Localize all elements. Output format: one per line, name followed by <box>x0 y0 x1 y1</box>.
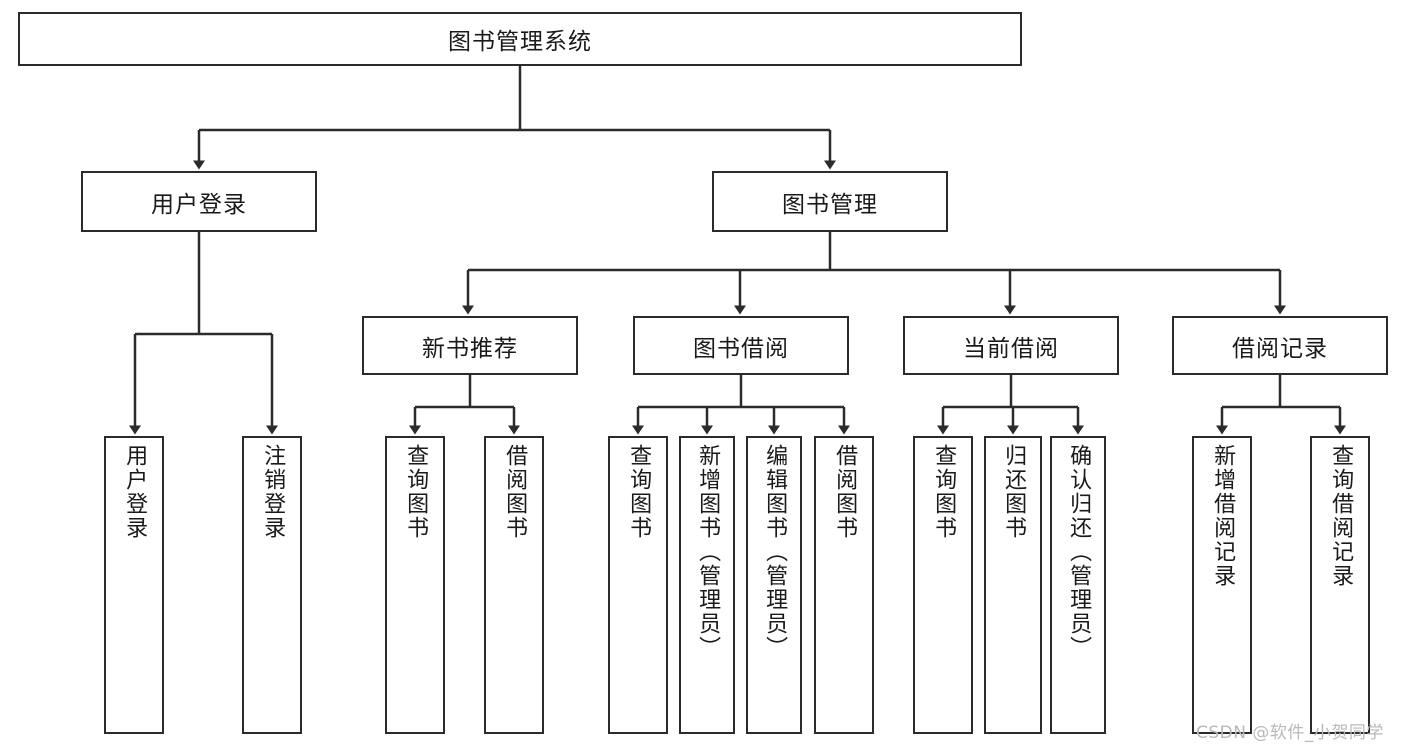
leaf-cb-query-book-label: 查询图书 <box>931 444 957 540</box>
leaf-nbr-borrow-book-label: 借阅图书 <box>502 444 528 540</box>
leaf-br-add-record[interactable]: 新增借阅记录 <box>1192 436 1252 734</box>
leaf-nbr-query-book[interactable]: 查询图书 <box>385 436 445 734</box>
leaf-logout[interactable]: 注销登录 <box>242 436 302 734</box>
leaf-bb-query-book[interactable]: 查询图书 <box>608 436 668 734</box>
node-borrow-record-label: 借阅记录 <box>1232 335 1328 362</box>
leaf-cb-query-book[interactable]: 查询图书 <box>913 436 973 734</box>
leaf-nbr-borrow-book[interactable]: 借阅图书 <box>484 436 544 734</box>
node-borrow-record[interactable]: 借阅记录 <box>1172 316 1388 375</box>
leaf-bb-add-book[interactable]: 新增图书（管理员） <box>679 436 735 734</box>
leaf-user-login[interactable]: 用户登录 <box>104 436 164 734</box>
leaf-cb-return-book[interactable]: 归还图书 <box>984 436 1042 734</box>
leaf-bb-edit-book-label: 编辑图书（管理员） <box>762 444 788 660</box>
leaf-bb-edit-book[interactable]: 编辑图书（管理员） <box>746 436 802 734</box>
leaf-bb-query-book-label: 查询图书 <box>626 444 652 540</box>
node-user-login-label: 用户登录 <box>151 191 247 218</box>
leaf-cb-confirm-return[interactable]: 确认归还（管理员） <box>1050 436 1106 734</box>
leaf-br-add-record-label: 新增借阅记录 <box>1210 444 1236 588</box>
leaf-user-login-label: 用户登录 <box>122 444 148 540</box>
leaf-cb-confirm-return-label: 确认归还（管理员） <box>1066 444 1092 660</box>
node-book-borrow[interactable]: 图书借阅 <box>633 316 849 375</box>
node-book-borrow-label: 图书借阅 <box>693 335 789 362</box>
csdn-watermark: CSDN @软件_小贺同学 <box>1196 723 1384 743</box>
node-new-book-recommend[interactable]: 新书推荐 <box>362 316 578 375</box>
leaf-logout-label: 注销登录 <box>260 444 286 540</box>
leaf-bb-add-book-label: 新增图书（管理员） <box>695 444 721 660</box>
node-root-label: 图书管理系统 <box>448 29 592 55</box>
leaf-br-query-record-label: 查询借阅记录 <box>1328 444 1354 588</box>
leaf-nbr-query-book-label: 查询图书 <box>403 444 429 540</box>
node-current-borrow-label: 当前借阅 <box>963 335 1059 362</box>
leaf-cb-return-book-label: 归还图书 <box>1001 444 1027 540</box>
node-user-login[interactable]: 用户登录 <box>81 171 317 232</box>
node-book-management[interactable]: 图书管理 <box>712 171 948 232</box>
node-root[interactable]: 图书管理系统 <box>18 12 1022 66</box>
node-book-management-label: 图书管理 <box>782 191 878 218</box>
node-current-borrow[interactable]: 当前借阅 <box>903 316 1119 375</box>
node-new-book-recommend-label: 新书推荐 <box>422 335 518 362</box>
leaf-br-query-record[interactable]: 查询借阅记录 <box>1310 436 1370 734</box>
leaf-bb-borrow-book[interactable]: 借阅图书 <box>814 436 874 734</box>
leaf-bb-borrow-book-label: 借阅图书 <box>832 444 858 540</box>
